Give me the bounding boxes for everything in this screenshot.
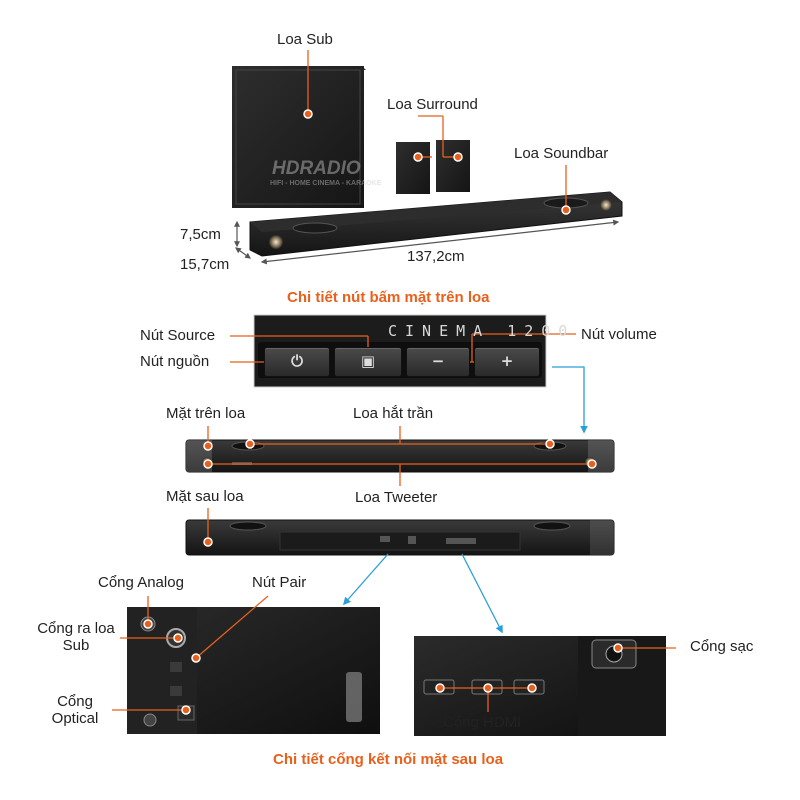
label-tweeter: Loa Tweeter [355,489,438,506]
label-hdmi-port: Cổng HDMI [443,714,522,731]
power-button-image: ⏻ [264,347,330,377]
label-sub-out-port: Cổng ra loa Sub [37,620,115,654]
source-button-image: ▣ [334,347,402,377]
callout-lines [112,50,676,712]
label-ceiling-speaker: Loa hắt trần [353,405,434,422]
label-surround: Loa Surround [387,96,478,113]
volume-up-button-image: + [474,347,540,377]
label-volume-button: Nút volume [581,326,657,343]
label-width: 137,2cm [407,248,465,265]
subwoofer-image [232,66,366,208]
minus-icon: − [431,352,445,370]
label-power-button: Nút nguồn [140,353,210,370]
volume-down-button-image: − [406,347,470,377]
label-source-button: Nút Source [140,327,216,344]
power-icon: ⏻ [291,352,303,370]
panel-brand-text: CINEMA 1200 [388,322,576,340]
watermark-logo: HDRADIO [272,158,361,179]
heading-top-buttons: Chi tiết nút bấm mặt trên loa [287,289,490,306]
blue-pointer-arrows [342,366,588,634]
label-soundbar: Loa Soundbar [514,145,609,162]
callout-dots [143,109,623,715]
label-analog-port: Cổng Analog [98,574,184,591]
label-optical-port: Cổng Optical [51,693,99,727]
plus-icon: + [500,352,514,370]
label-power-port: Cổng sạc [690,638,754,655]
back-ports-left-image [127,607,380,734]
back-ports-right-image [414,636,666,736]
soundbar-back-view-image [185,519,615,556]
heading-back-ports: Chi tiết cổng kết nối mặt sau loa [273,751,504,768]
label-pair-button: Nút Pair [252,574,307,591]
source-icon: ▣ [360,352,376,370]
label-sub: Loa Sub [277,31,333,48]
label-depth: 15,7cm [180,256,230,273]
label-height: 7,5cm [180,226,221,243]
label-top-side: Mặt trên loa [166,405,246,422]
surround-speakers-image [396,140,470,194]
dimension-lines [234,219,620,265]
watermark-tagline: HIFI - HOME CINEMA - KARAOKE [270,180,382,187]
label-back-side: Mặt sau loa [166,488,244,505]
